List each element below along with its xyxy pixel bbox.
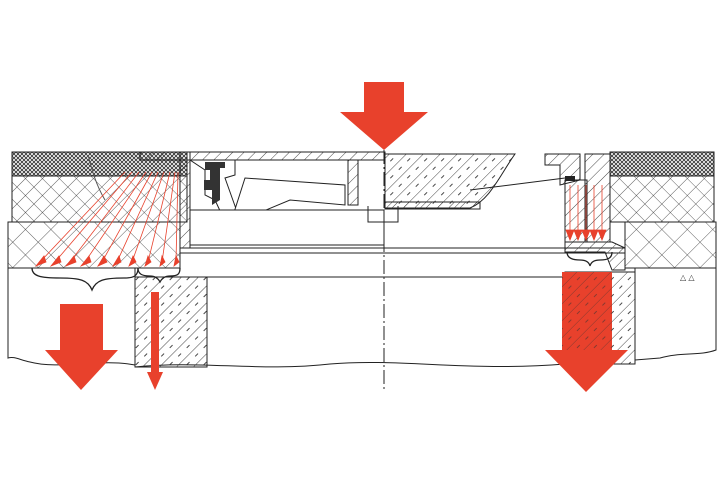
cover-left-half: [139, 151, 386, 249]
cover-handle: [367, 206, 399, 223]
right-frame-load-arrow: [545, 272, 628, 392]
right-base-layer: [609, 175, 715, 223]
left-ground-load-arrow: [45, 304, 118, 390]
left-frame: [179, 151, 191, 249]
shaft-wall-load-arrow: [147, 292, 163, 390]
left-brace: [31, 267, 139, 292]
cover-bottom-plate: [384, 201, 481, 210]
right-subbase-layer: [624, 221, 717, 269]
rubber-seal: [204, 162, 225, 205]
shaft-bottom-wavy-line: [134, 361, 566, 368]
traffic-load-arrow: [340, 82, 428, 150]
left-frame-top: [139, 151, 386, 161]
cover-rib: [229, 177, 346, 226]
aggregate-marks: △ △: [680, 273, 695, 282]
right-frame: [584, 153, 611, 243]
right-asphalt-layer: [609, 151, 715, 177]
inner-box: [189, 209, 385, 246]
middle-brace: [137, 267, 181, 284]
cover-right-half: [367, 153, 626, 271]
left-subbase-layer: [7, 221, 181, 269]
right-frame-flange: [564, 241, 626, 271]
right-road-layers: △ △: [609, 151, 717, 361]
load-spread-arrows-right: [565, 185, 607, 242]
cover-solid-section: [384, 153, 516, 209]
right-soil-layer: [634, 267, 717, 361]
right-seal: [565, 176, 575, 181]
cover-leg: [347, 159, 359, 206]
left-crack-line: [87, 154, 106, 201]
right-brace: [566, 251, 613, 267]
shaft-structure: [134, 247, 636, 368]
load-spread-arrows-left: [34, 171, 180, 267]
left-shaft-wall: [134, 276, 208, 368]
